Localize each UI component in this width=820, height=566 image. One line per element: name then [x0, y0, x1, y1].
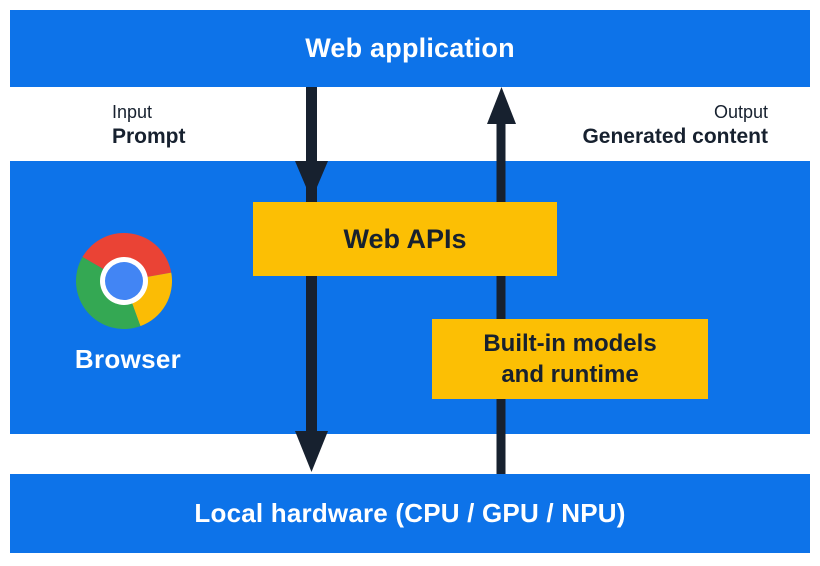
builtin-models-box: Built-in models and runtime — [432, 319, 708, 399]
output-label-group: Output Generated content — [582, 101, 768, 149]
builtin-models-label-line1: Built-in models — [483, 330, 657, 357]
down-arrow-head-lower — [295, 431, 328, 472]
up-arrow — [487, 87, 516, 474]
local-hardware-label: Local hardware (CPU / GPU / NPU) — [194, 498, 626, 528]
output-value: Generated content — [582, 125, 768, 148]
web-application-label: Web application — [305, 33, 515, 63]
up-arrow-shaft — [496, 120, 506, 474]
web-apis-label: Web APIs — [343, 224, 467, 254]
web-application-band: Web application — [10, 10, 810, 87]
down-arrow-head-upper — [295, 161, 328, 200]
input-label-group: Input Prompt — [112, 101, 186, 149]
web-apis-box: Web APIs — [253, 202, 557, 276]
output-title: Output — [713, 102, 768, 122]
input-title: Input — [112, 102, 153, 122]
builtin-models-label-line2: and runtime — [501, 361, 639, 388]
chrome-blue-center — [105, 262, 143, 300]
input-value: Prompt — [112, 125, 186, 148]
up-arrow-head — [487, 87, 516, 124]
browser-label: Browser — [74, 344, 182, 374]
local-hardware-band: Local hardware (CPU / GPU / NPU) — [10, 474, 810, 553]
down-arrow — [295, 87, 328, 472]
chrome-browser-icon — [76, 233, 172, 329]
